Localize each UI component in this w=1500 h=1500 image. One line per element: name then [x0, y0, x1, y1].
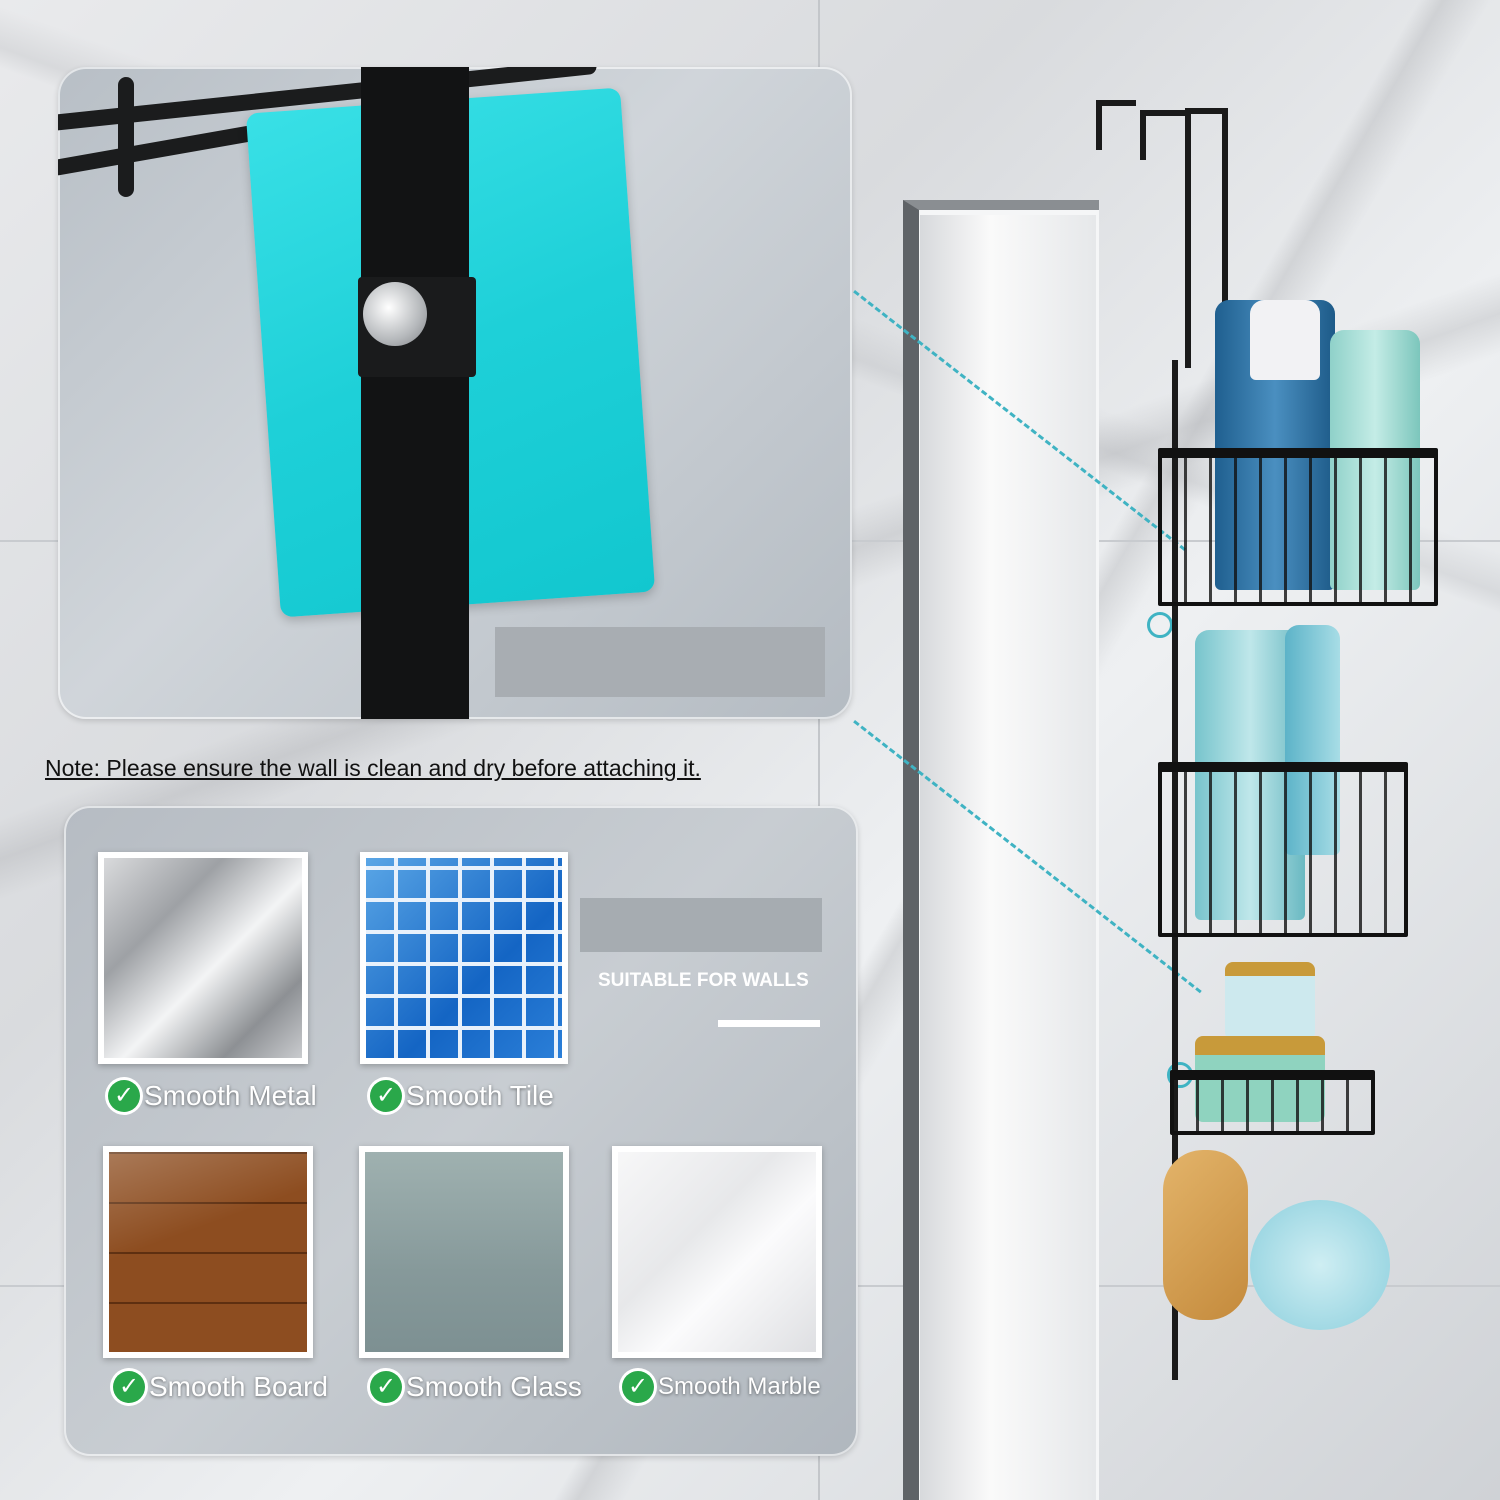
surface-label-text: Smooth Marble [658, 1373, 821, 1400]
caddy-hook [1185, 108, 1225, 114]
caddy-hook [1140, 110, 1146, 160]
tile-seam [818, 0, 820, 1500]
note-text: Note: Please ensure the wall is clean an… [45, 755, 701, 781]
surface-label-text: Smooth Metal [144, 1080, 317, 1111]
caddy-basket-bottom [1170, 1070, 1375, 1135]
swatch-smooth-metal [98, 852, 308, 1064]
product-jar [1225, 962, 1315, 1040]
surface-label-text: Smooth Glass [406, 1371, 582, 1402]
caddy-hook [1140, 110, 1190, 116]
caddy-basket-top [1158, 448, 1438, 606]
adhesive-closeup-panel [58, 67, 852, 719]
caddy-frame-rail [1185, 108, 1191, 368]
bath-sponge [1250, 1200, 1390, 1330]
surface-label-marble: ✓ Smooth Marble [622, 1371, 821, 1403]
towel-rail-bracket [118, 77, 134, 197]
surface-label-tile: ✓ Smooth Tile [370, 1080, 554, 1112]
surface-label-text: Smooth Tile [406, 1080, 554, 1111]
caddy-hook [1096, 100, 1136, 106]
check-icon: ✓ [113, 1371, 145, 1403]
swatch-smooth-board [103, 1146, 313, 1358]
surface-label-metal: ✓ Smooth Metal [108, 1080, 317, 1112]
caddy-hook [1096, 100, 1102, 150]
heading-underline [718, 1020, 820, 1027]
caddy-basket-middle [1158, 762, 1408, 937]
caddy-frame-rail [1222, 108, 1228, 368]
check-icon: ✓ [370, 1080, 402, 1112]
swatch-smooth-marble [612, 1146, 822, 1358]
surface-label-board: ✓ Smooth Board [113, 1371, 328, 1403]
heading-backdrop [580, 898, 822, 952]
check-icon: ✓ [108, 1080, 140, 1112]
check-icon: ✓ [370, 1371, 402, 1403]
caddy-hanger-bar [361, 67, 469, 719]
attach-point-marker [1147, 612, 1173, 638]
shower-door-glass [920, 215, 1096, 1500]
suitable-walls-heading: SUITABLE FOR WALLS [598, 970, 809, 991]
product-pump [1250, 300, 1320, 380]
blank-label-block [495, 627, 825, 697]
bath-brush [1163, 1150, 1248, 1320]
bolt-icon [363, 282, 427, 346]
swatch-smooth-tile [360, 852, 568, 1064]
check-icon: ✓ [622, 1371, 654, 1403]
swatch-smooth-glass [359, 1146, 569, 1358]
surface-label-text: Smooth Board [149, 1371, 328, 1402]
surface-label-glass: ✓ Smooth Glass [370, 1371, 582, 1403]
